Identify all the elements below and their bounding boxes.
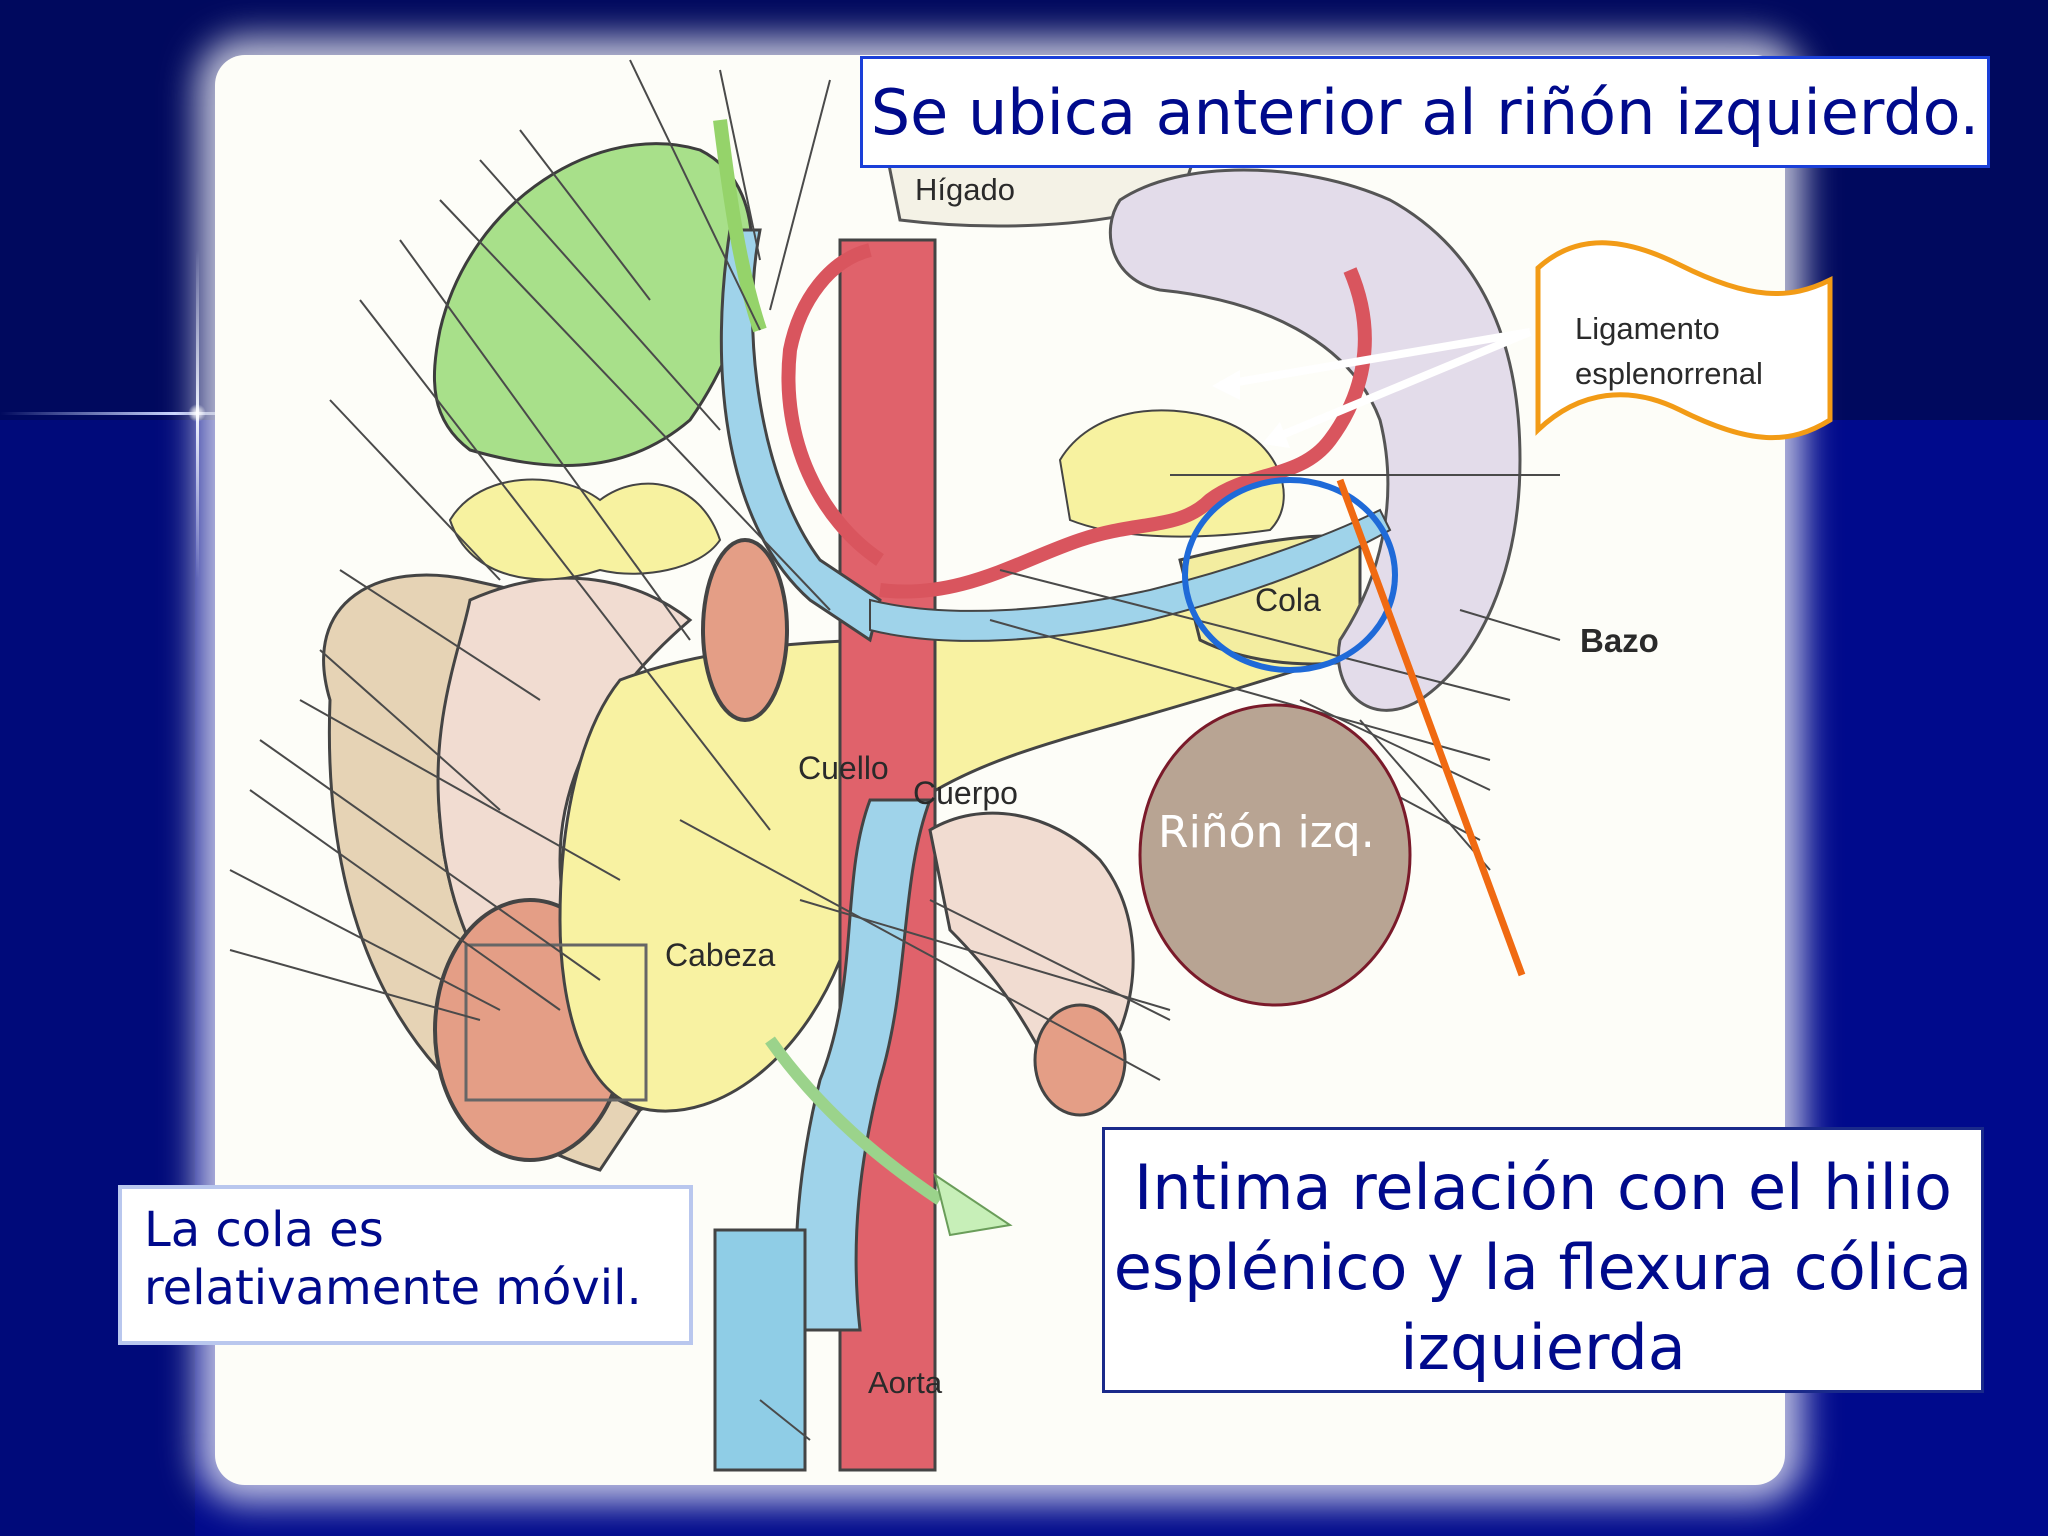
label-neck: Cuello <box>798 750 889 786</box>
callout-left-line1: La cola es <box>144 1202 384 1258</box>
orange-pointer-line <box>1336 478 1526 977</box>
callout-right-line1: Intima relación con el hilio <box>1134 1151 1952 1224</box>
callout-tail-mobile: La cola es relativamente móvil. <box>118 1185 693 1345</box>
callout-left-line2: relativamente móvil. <box>144 1260 642 1316</box>
label-ligament-line1: Ligamento <box>1575 311 1720 346</box>
sparkle-star-icon <box>188 404 206 422</box>
label-aorta: Aorta <box>868 1365 943 1400</box>
flow-arrow <box>765 1036 944 1205</box>
label-ligament-line2: esplenorrenal <box>1575 356 1763 391</box>
spleen-shape <box>1108 168 1522 712</box>
callout-right-line2: esplénico y la flexura cólica <box>1113 1231 1973 1304</box>
sparkle-horizontal <box>0 412 250 415</box>
jejunum-lumen <box>1033 1003 1127 1117</box>
ligament-label-banner <box>1535 240 1833 441</box>
label-body: Cuerpo <box>913 775 1018 811</box>
splenic-artery <box>879 267 1372 599</box>
detail-box <box>464 943 648 1102</box>
callout-right-line3: izquierda <box>1400 1311 1686 1384</box>
callout-top-text: Se ubica anterior al riñón izquierdo. <box>870 75 1980 149</box>
stomach-cut <box>701 538 789 722</box>
left-kidney <box>1138 703 1412 1007</box>
flow-arrow-head <box>933 1172 1013 1237</box>
label-liver: Hígado <box>915 172 1015 207</box>
gallbladder-shape <box>432 142 754 467</box>
label-tail: Cola <box>1255 582 1321 618</box>
callout-anterior-kidney: Se ubica anterior al riñón izquierdo. <box>860 56 1990 168</box>
smv-vessel <box>794 798 933 1332</box>
label-kidney: Riñón izq. <box>1158 807 1375 858</box>
label-head: Cabeza <box>665 937 776 973</box>
hepatic-artery <box>781 243 884 566</box>
label-spleen: Bazo <box>1580 622 1659 659</box>
callout-splenic-hilum: Intima relación con el hilio esplénico y… <box>1102 1127 1984 1393</box>
leader-lines <box>229 59 1561 1441</box>
bile-duct <box>713 119 767 333</box>
ligament-arrows <box>1212 328 1532 448</box>
tail-highlight-circle <box>1182 477 1398 673</box>
ivc-vessel <box>713 1228 807 1472</box>
background-left-band <box>0 420 195 1536</box>
